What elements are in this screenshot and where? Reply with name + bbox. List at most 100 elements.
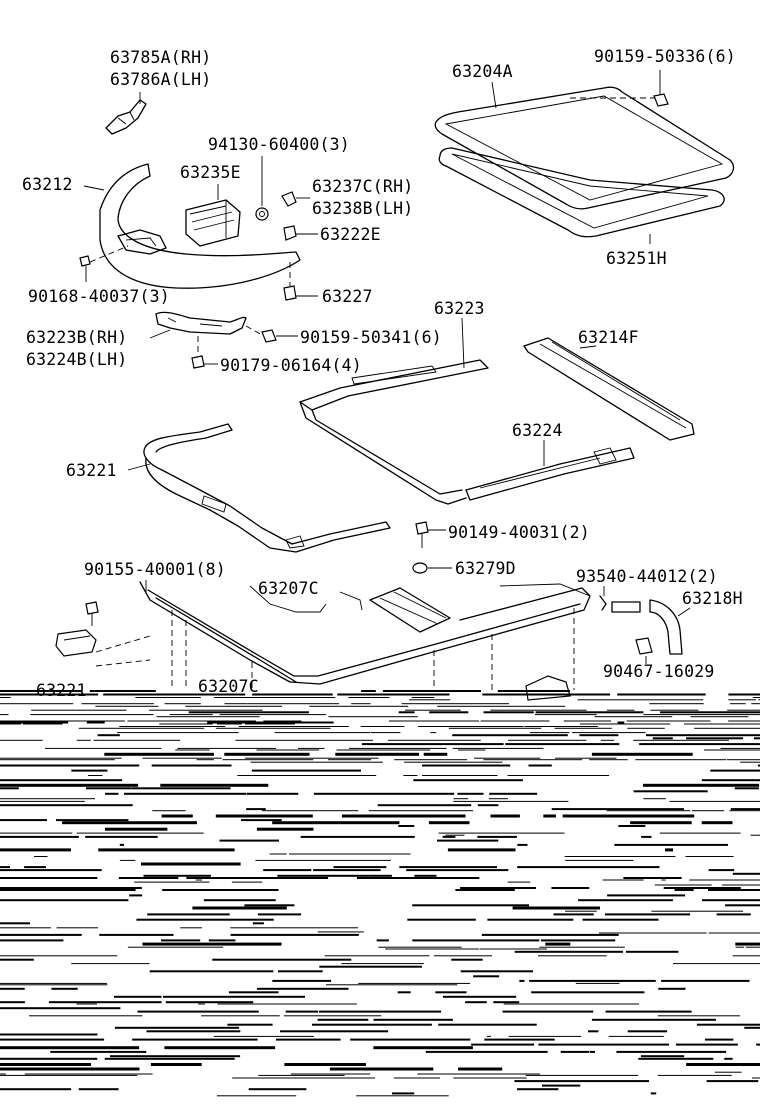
- scan-noise-stroke: [702, 899, 760, 902]
- scan-noise-stroke: [0, 1001, 25, 1004]
- scan-noise-stroke: [160, 783, 269, 787]
- scan-noise-stroke: [385, 948, 479, 950]
- scan-noise-stroke: [538, 1043, 669, 1046]
- scan-noise-stroke: [630, 821, 692, 825]
- label-63214f: 63214F: [578, 328, 639, 347]
- scan-noise-stroke: [564, 856, 676, 857]
- scan-noise-stroke: [606, 709, 635, 711]
- scan-noise-stroke: [341, 814, 466, 818]
- scan-noise-stroke: [217, 723, 242, 725]
- scan-noise-stroke: [407, 918, 476, 921]
- scan-noise-stroke: [553, 913, 594, 916]
- scan-noise-stroke: [0, 1046, 140, 1050]
- scan-noise-stroke: [317, 1018, 369, 1021]
- scan-noise-stroke: [119, 843, 124, 846]
- scan-noise-stroke: [689, 879, 760, 881]
- scan-noise-stroke: [753, 737, 760, 740]
- scan-noise-stroke: [418, 726, 524, 727]
- scan-noise-stroke: [503, 1003, 640, 1005]
- scan-noise-stroke: [674, 889, 694, 891]
- scan-noise-stroke: [105, 827, 168, 831]
- scan-noise-stroke: [517, 866, 660, 869]
- scan-noise-stroke: [238, 726, 349, 727]
- cable-63221: [127, 423, 391, 553]
- scan-noise-stroke: [382, 690, 481, 692]
- scan-noise-stroke: [512, 906, 600, 910]
- scan-noise-stroke: [465, 1001, 487, 1004]
- scan-noise-stroke: [417, 1073, 540, 1075]
- scan-noise-stroke: [373, 1018, 453, 1021]
- scan-noise-stroke: [389, 720, 479, 722]
- scan-noise-stroke: [626, 950, 679, 953]
- scan-noise-stroke: [750, 834, 760, 836]
- scan-noise-stroke: [404, 761, 503, 763]
- scan-noise-stroke: [423, 752, 448, 756]
- scan-noise-stroke: [212, 958, 352, 961]
- scan-noise-stroke: [0, 877, 98, 879]
- scan-noise-stroke: [616, 1050, 727, 1053]
- scan-noise-stroke: [734, 787, 759, 790]
- scan-noise-stroke: [704, 749, 760, 751]
- scan-noise-stroke: [132, 1038, 258, 1041]
- scan-noise-stroke: [272, 979, 332, 982]
- bracket-63223b: [149, 311, 265, 339]
- scan-noise-stroke: [726, 759, 760, 761]
- scan-noise-stroke: [460, 970, 533, 973]
- label-90179-06164: 90179-06164(4): [220, 356, 362, 375]
- scan-noise-stroke: [217, 1003, 357, 1005]
- scan-noise-stroke: [425, 1050, 548, 1053]
- scan-noise-stroke: [437, 839, 499, 842]
- scan-noise-stroke: [528, 764, 552, 767]
- scan-noise-stroke: [582, 918, 659, 921]
- scan-noise-stroke: [284, 1063, 366, 1066]
- label-63222e: 63222E: [320, 225, 381, 244]
- scan-noise-stroke: [457, 792, 484, 795]
- clip-63227: [283, 262, 318, 301]
- scan-noise-stroke: [227, 1023, 273, 1026]
- scan-noise-stroke: [278, 970, 323, 973]
- label-63207c-upper: 63207C: [258, 579, 319, 598]
- scan-noise-stroke: [312, 1023, 432, 1026]
- scan-noise-stroke: [208, 939, 236, 942]
- label-90149-40031: 90149-40031(2): [448, 523, 590, 542]
- scan-noise-stroke: [351, 703, 371, 705]
- scan-noise-stroke: [263, 720, 302, 722]
- scan-noise-stroke: [358, 982, 471, 984]
- scan-noise-stroke: [482, 693, 611, 696]
- scan-noise-stroke: [572, 732, 646, 734]
- scan-noise-stroke: [684, 723, 760, 725]
- scan-noise-stroke: [76, 1003, 97, 1005]
- scan-noise-stroke: [0, 866, 10, 869]
- scan-noise-stroke: [129, 894, 143, 897]
- scan-noise-band: [0, 690, 760, 1097]
- scan-noise-stroke: [599, 932, 707, 934]
- bolt-90159-50336: [653, 70, 669, 107]
- scan-noise-stroke: [660, 711, 760, 714]
- scan-noise-stroke: [245, 757, 379, 759]
- scan-noise-stroke: [256, 987, 349, 990]
- scan-noise-stroke: [710, 769, 760, 772]
- scan-noise-stroke: [45, 747, 162, 749]
- scan-noise-stroke: [608, 1035, 664, 1037]
- scan-noise-stroke: [490, 814, 520, 818]
- label-63227: 63227: [322, 287, 373, 306]
- scan-noise-stroke: [283, 1015, 382, 1017]
- scan-noise-stroke: [0, 835, 79, 838]
- scan-noise-stroke: [627, 727, 665, 729]
- scan-noise-stroke: [543, 814, 556, 818]
- scan-noise-stroke: [730, 808, 760, 811]
- scan-noise-stroke: [458, 749, 486, 751]
- scan-noise-stroke: [186, 877, 329, 879]
- scan-noise-stroke: [507, 775, 610, 776]
- scan-noise-stroke: [261, 810, 359, 812]
- scan-noise-stroke: [93, 739, 180, 741]
- scan-noise-stroke: [488, 798, 508, 800]
- grommet-63279d: [412, 562, 452, 574]
- scan-noise-stroke: [241, 819, 282, 822]
- scan-noise-stroke: [135, 697, 201, 698]
- scan-noise-stroke: [0, 723, 22, 725]
- scan-noise-stroke: [484, 1038, 555, 1041]
- scan-noise-stroke: [247, 703, 340, 705]
- scan-noise-stroke: [706, 1080, 759, 1083]
- label-63279d: 63279D: [455, 559, 516, 578]
